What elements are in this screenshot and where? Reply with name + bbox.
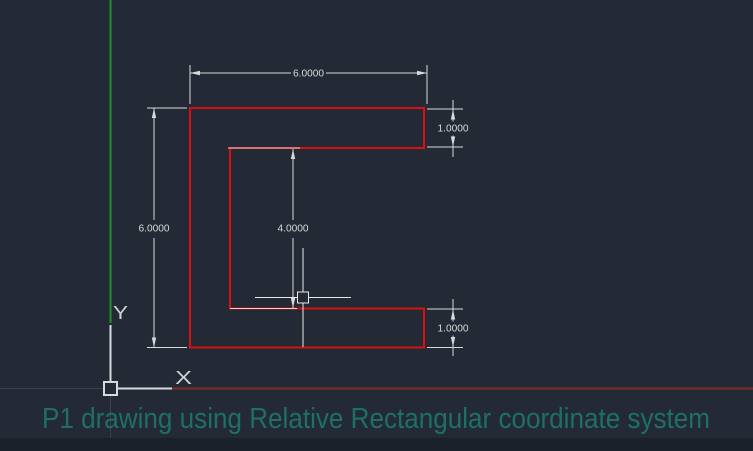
dim-label-top-right: 1.0000 [438,124,469,135]
dim-inner-height: 4.0000 [228,147,309,310]
dim-arrow-up-icon [450,109,456,120]
dim-label-left-height: 6.0000 [139,224,170,235]
dim-top-right-thickness: 1.0000 [427,100,469,157]
dim-arrow-down-icon [151,337,157,348]
dim-bottom-right-thickness: 1.0000 [427,299,469,356]
dim-arrow-up-icon [151,108,157,118]
dim-arrow-up-icon [290,149,296,159]
dim-arrow-down-icon [290,298,296,308]
ucs-icon[interactable]: Y X [103,303,192,396]
dim-label-top-width: 6.0000 [293,69,324,80]
crosshair-cursor[interactable] [255,248,351,347]
dim-arrow-down-icon [450,136,456,147]
dim-label-bottom-right: 1.0000 [438,324,469,335]
pickbox-icon [296,291,310,304]
caption-text: P1 drawing using Relative Rectangular co… [42,403,710,435]
ucs-origin-box [103,381,118,396]
dim-top-width: 6.0000 [189,65,428,104]
dim-arrow-left-icon [190,70,200,76]
bottom-band [0,438,753,451]
dim-arrow-right-icon [417,70,427,76]
ucs-y-label: Y [113,303,128,323]
dim-label-inner-height: 4.0000 [278,224,309,235]
dim-arrow-down-icon [450,337,456,347]
dim-left-height: 6.0000 [139,107,187,349]
ucs-x-label: X [175,368,192,388]
dim-arrow-up-icon [450,309,456,320]
